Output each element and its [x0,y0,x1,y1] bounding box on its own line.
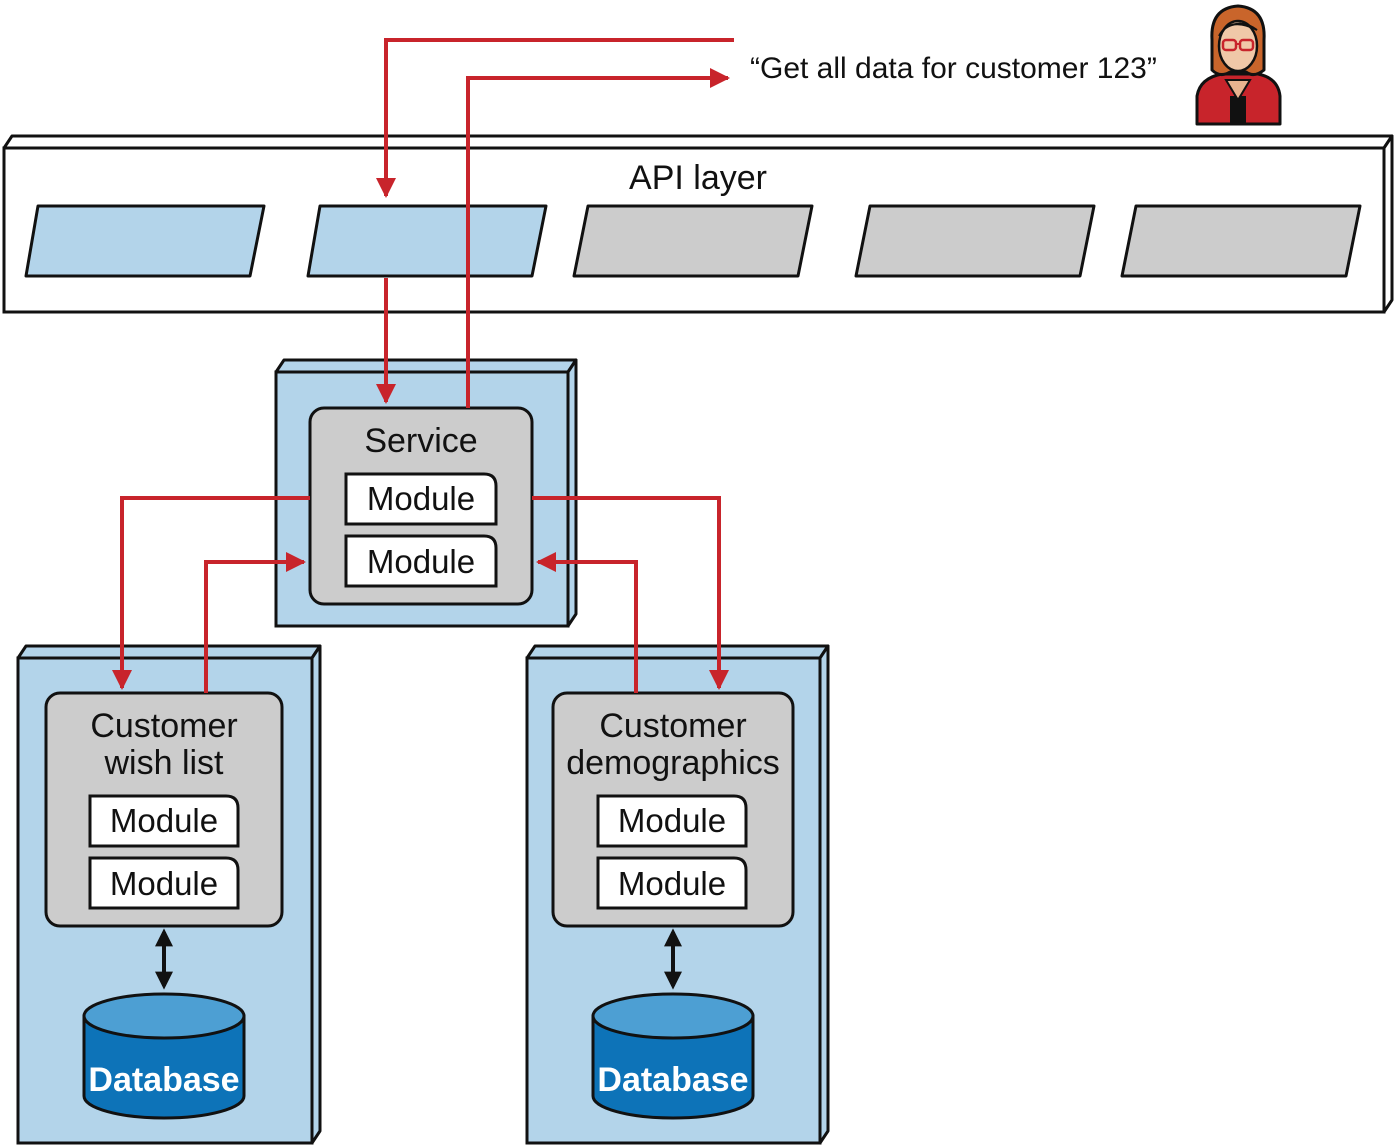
service-container: Service Module Module [274,358,578,628]
wishlist-module-1[interactable] [88,794,240,848]
api-layer: API layer [2,134,1394,314]
service-title: Service [364,422,477,460]
demographics-database-label: Database [597,1061,748,1099]
demographics-title-line1: Customer [599,707,746,745]
api-endpoint-1[interactable] [24,204,266,278]
service-module-1-label: Module [367,480,475,517]
wishlist-title-line2: wish list [103,744,224,782]
demographics-to-service-arrow [536,552,638,693]
wishlist-title-line1: Customer [90,707,237,745]
demographics-container: Customer demographics Module Module Data… [525,644,830,1145]
wishlist-module-1-label: Module [110,802,218,839]
request-text: “Get all data for customer 123” [750,52,1157,85]
wishlist-module-2-label: Module [110,865,218,902]
wishlist-container: Customer wish list Module Module Databas… [16,644,322,1145]
wishlist-to-service-arrow [204,552,306,693]
service-to-wishlist-arrow [112,496,310,690]
api-endpoint-5[interactable] [1120,204,1362,278]
api-endpoint-4[interactable] [854,204,1096,278]
demographics-module-2[interactable] [596,856,748,910]
service-to-demographics-arrow [532,496,729,690]
service-module-1[interactable] [344,472,498,526]
demographics-title-line2: demographics [566,744,780,782]
api-endpoint-3[interactable] [572,204,814,278]
api-layer-title: API layer [629,159,767,197]
wishlist-database-icon [82,992,246,1120]
api-endpoint-2[interactable] [306,204,548,278]
demographics-module-1[interactable] [596,794,748,848]
request-arrow [376,38,734,198]
wishlist-module-2[interactable] [88,856,240,910]
demographics-module-2-label: Module [618,865,726,902]
demographics-database-icon [591,992,755,1120]
response-arrow [466,68,730,408]
wishlist-database-label: Database [88,1061,239,1099]
demographics-module-1-label: Module [618,802,726,839]
service-module-2[interactable] [344,534,498,588]
service-module-2-label: Module [367,543,475,580]
user-avatar-icon [1195,4,1282,126]
